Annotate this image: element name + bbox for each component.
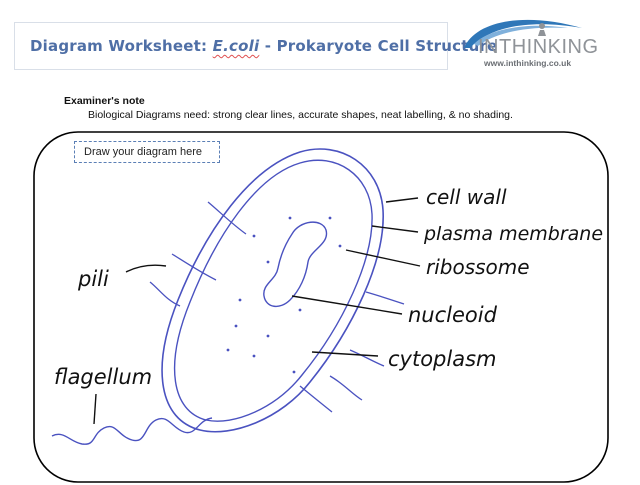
title-prefix: Diagram Worksheet: [30, 37, 213, 55]
label-cytoplasm: cytoplasm [388, 347, 497, 371]
flagellum-strand [51, 417, 213, 445]
plasma-membrane-outline [173, 159, 373, 422]
drawing-frame [33, 131, 609, 483]
logo-url: www.inthinking.co.uk [484, 58, 572, 68]
examiner-note-heading: Examiner's note [64, 95, 145, 107]
label-leader-lines [93, 197, 421, 425]
label-ribosome: ribossome [426, 255, 530, 279]
label-plasma-membrane: plasma membrane [423, 223, 603, 245]
label-cell-wall: cell wall [426, 185, 507, 209]
label-pili: pili [77, 267, 109, 291]
inthinking-logo: INTHINKING www.inthinking.co.uk [456, 14, 598, 70]
title-species: E.coli [212, 37, 260, 55]
logo-wordmark: INTHINKING [478, 36, 599, 58]
label-flagellum: flagellum [54, 365, 152, 389]
nucleoid-shape [263, 221, 328, 307]
logo-swoosh-icon [464, 19, 582, 48]
ribosome-dots [226, 216, 342, 374]
label-nucleoid: nucleoid [408, 303, 498, 327]
title-banner [14, 22, 448, 70]
page-title: Diagram Worksheet: E.coli - Prokaryote C… [30, 37, 497, 55]
title-suffix: - Prokaryote Cell Structure [259, 37, 498, 55]
examiner-note-text: Biological Diagrams need: strong clear l… [88, 109, 513, 121]
pili-strands [149, 201, 405, 413]
draw-area-prompt: Draw your diagram here [74, 141, 220, 163]
cell-wall-outline [161, 148, 384, 433]
